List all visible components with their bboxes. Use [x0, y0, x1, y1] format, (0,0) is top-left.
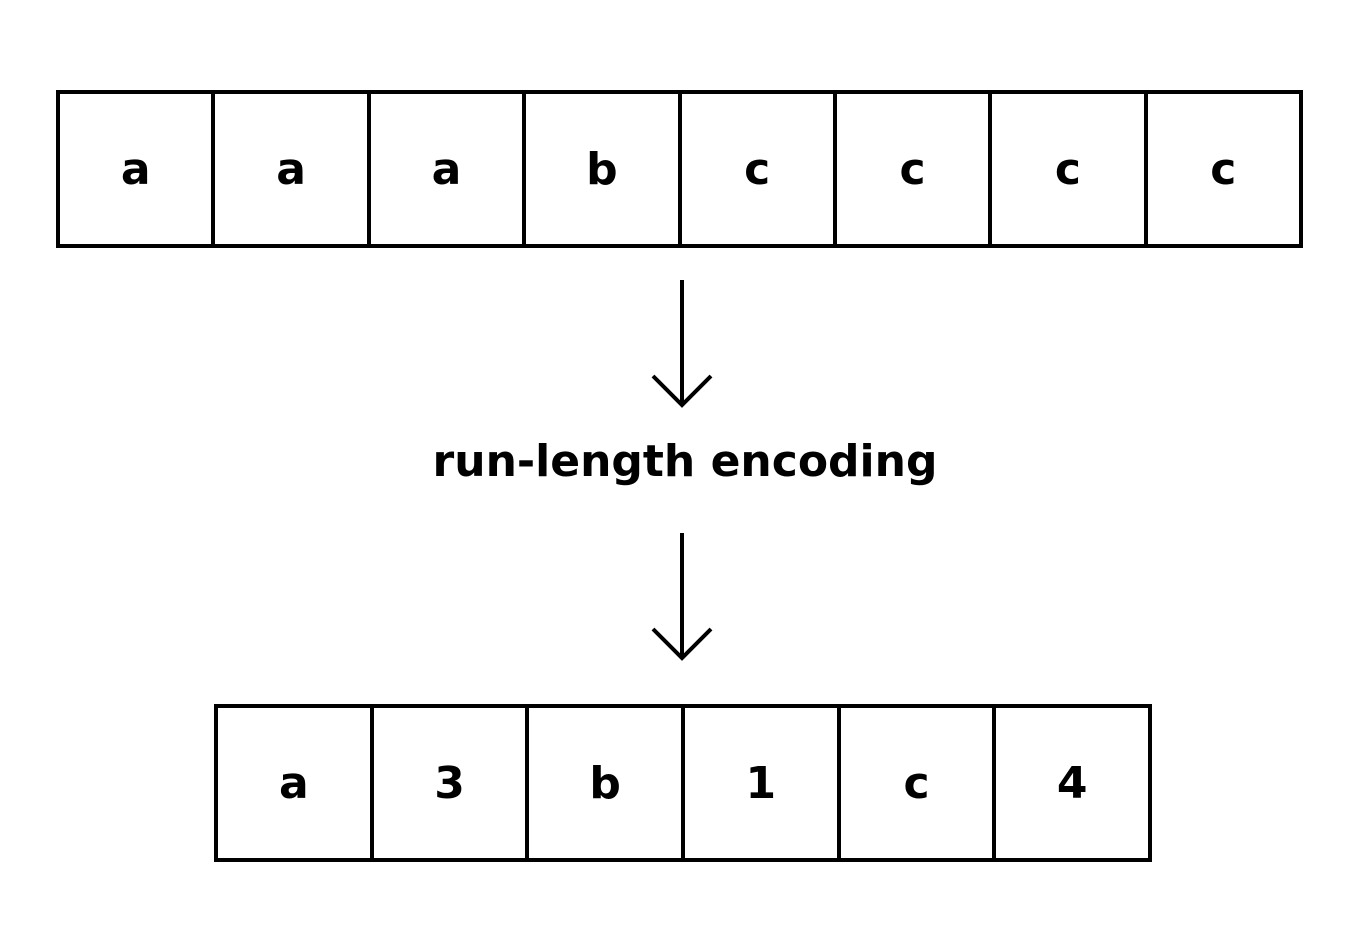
encoded-cell: a [218, 708, 374, 858]
down-arrow-icon [651, 533, 713, 661]
encoded-sequence-row: a 3 b 1 c 4 [214, 704, 1152, 862]
input-cell: c [682, 94, 837, 244]
input-cell: c [1210, 143, 1237, 195]
input-cell: a [371, 94, 527, 244]
encoded-cell: c [841, 708, 997, 858]
encoded-cell: 3 [374, 708, 530, 858]
input-cell: a [215, 94, 371, 244]
encoded-cell: b [529, 708, 686, 858]
encoded-cell: 4 [1056, 757, 1088, 809]
encoded-cell: 1 [685, 708, 841, 858]
input-cell: a [60, 94, 216, 244]
input-cell: b [526, 94, 682, 244]
process-label: run-length encoding [432, 436, 938, 487]
input-sequence-row: a a a b c c c c [56, 90, 1303, 248]
down-arrow-icon [651, 280, 713, 408]
input-cell: c [992, 94, 1148, 244]
input-cell: c [837, 94, 993, 244]
